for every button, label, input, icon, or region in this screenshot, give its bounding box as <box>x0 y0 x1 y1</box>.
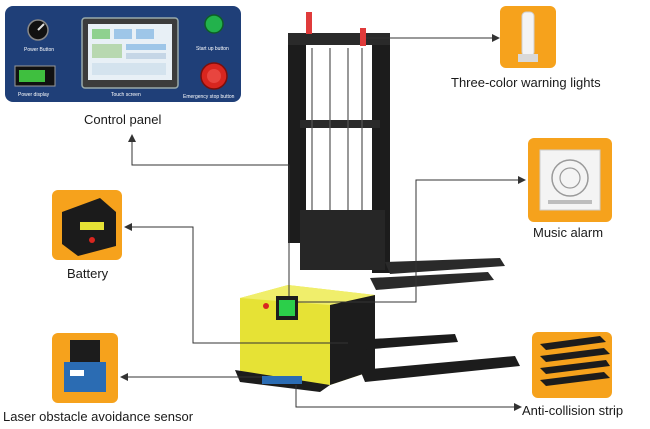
warning-light-left <box>306 12 312 34</box>
battery-label: Battery <box>67 266 109 281</box>
screen-widget <box>114 29 132 39</box>
control-panel: Power Button Power display Touch screen … <box>5 6 241 102</box>
screen-widget <box>126 44 166 50</box>
control-panel-label: Control panel <box>84 112 162 127</box>
fork-carriage <box>300 210 385 270</box>
forklift <box>235 12 520 392</box>
laser-sensor-label <box>70 370 84 376</box>
screen-widget <box>92 63 166 75</box>
laser-sensor-head-icon <box>70 340 100 364</box>
connector-arrowheads <box>120 34 526 411</box>
laser-sensor-window <box>262 376 302 384</box>
start-button-icon <box>204 14 224 34</box>
anti-collision-strip-icon <box>540 336 610 386</box>
warning-light-tower-icon <box>521 11 535 57</box>
battery-label <box>80 222 104 230</box>
lower-fork-left <box>355 334 458 350</box>
screen-widget <box>136 29 154 39</box>
forklift-body-side <box>330 295 375 385</box>
speaker-grille <box>551 159 589 197</box>
mast-crossbar <box>300 120 380 128</box>
battery-tile <box>52 190 122 260</box>
laser-sensor-label: Laser obstacle avoidance sensor <box>3 409 194 424</box>
lower-fork-right <box>360 356 520 382</box>
body-screen-display <box>279 300 295 316</box>
connector-control-panel <box>131 138 290 296</box>
arrowhead-icon <box>120 373 128 381</box>
connector-music-alarm <box>298 179 522 303</box>
power-display-text: Power display <box>18 92 50 98</box>
music-alarm-label: Music alarm <box>533 225 604 240</box>
touch-screen-text: Touch screen <box>111 92 141 98</box>
arrowhead-icon <box>518 176 526 184</box>
power-button-text: Power Button <box>24 47 54 53</box>
power-knob-pointer <box>37 23 45 31</box>
battery-terminal <box>89 237 95 243</box>
upper-fork-right <box>370 272 494 290</box>
speaker-stand <box>548 200 592 204</box>
battery-level-icon <box>19 70 45 82</box>
speaker-grille-inner <box>559 167 581 189</box>
emergency-stop-cap <box>207 69 221 83</box>
start-up-button-text: Start up button <box>196 46 229 52</box>
warning-light-base <box>518 54 538 62</box>
warning-light-right <box>360 28 366 46</box>
arrowhead-icon <box>124 223 132 231</box>
screen-widget <box>92 29 110 39</box>
music-alarm-tile <box>528 138 612 222</box>
mast-chains <box>311 48 363 230</box>
connector-anti-collision <box>295 385 518 408</box>
upper-fork-left <box>385 258 505 274</box>
connector-lines <box>124 37 522 408</box>
mast-top-bar <box>288 33 390 45</box>
screen-widget <box>126 53 166 59</box>
laser-sensor-body-icon <box>64 362 106 392</box>
arrowhead-icon <box>492 34 500 42</box>
arrowhead-icon <box>514 403 522 411</box>
laser-sensor-tile <box>52 333 118 403</box>
anti-collision-tile <box>532 332 612 398</box>
warning-lights-tile <box>500 6 556 68</box>
emergency-stop-text: Emergency stop button <box>183 94 235 100</box>
arrowhead-icon <box>128 134 136 142</box>
connector-battery <box>128 226 348 344</box>
mast-upright-left <box>288 33 306 243</box>
forklift-body-top <box>240 285 375 305</box>
screen-widget <box>92 44 122 58</box>
warning-lights-label: Three-color warning lights <box>451 75 601 90</box>
anti-collision-label: Anti-collision strip <box>522 403 624 418</box>
body-stop-icon <box>263 303 269 309</box>
